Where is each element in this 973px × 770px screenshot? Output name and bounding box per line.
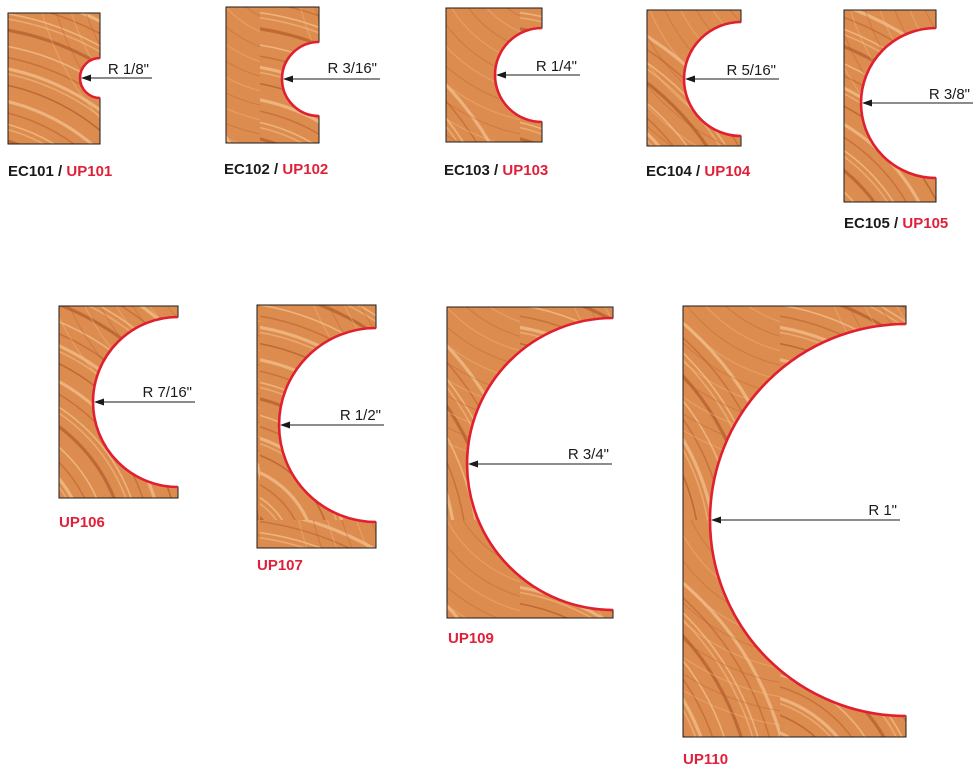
code-separator: / xyxy=(692,163,705,180)
profile-p107: R 1/2" UP107 xyxy=(256,304,384,574)
product-code-label: EC105 / UP105 xyxy=(844,215,948,232)
product-code-label: EC104 / UP104 xyxy=(646,163,751,180)
ec-code: EC103 xyxy=(444,162,490,179)
radius-label: R 3/4" xyxy=(568,446,609,463)
ec-code: EC101 xyxy=(8,163,54,180)
cove-profile-edge xyxy=(277,326,377,524)
product-code-label: UP110 xyxy=(683,751,728,768)
radius-label: R 1/2" xyxy=(340,407,381,424)
product-code-label: EC102 / UP102 xyxy=(224,161,328,178)
arrowhead-icon xyxy=(496,71,506,79)
ec-code: EC104 xyxy=(646,163,693,180)
up-code: UP103 xyxy=(502,162,548,179)
arrowhead-icon xyxy=(280,421,290,429)
product-code-label: EC101 / UP101 xyxy=(8,163,112,180)
arrowhead-icon xyxy=(81,74,91,82)
wood-block xyxy=(256,304,377,549)
profile-p109: R 3/4" UP109 xyxy=(446,306,614,647)
radius-label: R 1/4" xyxy=(536,58,577,75)
cove-profile-edge xyxy=(465,316,614,612)
profile-p103: R 1/4" EC103 / UP103 xyxy=(444,7,580,179)
profile-p105: R 3/8" EC105 / UP105 xyxy=(843,9,973,232)
cove-profile-edge xyxy=(682,20,742,138)
cove-profile-edge xyxy=(91,315,179,489)
cove-profile-edge xyxy=(280,40,320,118)
up-code: UP101 xyxy=(66,163,112,180)
product-code-label: EC103 / UP103 xyxy=(444,162,548,179)
radius-label: R 5/16" xyxy=(726,62,776,79)
radius-label: R 1" xyxy=(868,502,897,519)
code-separator: / xyxy=(490,162,503,179)
product-code-label: UP106 xyxy=(59,514,105,531)
code-separator: / xyxy=(54,163,67,180)
profile-p106: R 7/16" UP106 xyxy=(58,305,195,531)
up-code: UP107 xyxy=(257,557,303,574)
arrowhead-icon xyxy=(468,460,478,468)
cove-profile-edge xyxy=(78,56,101,100)
up-code: UP109 xyxy=(448,630,494,647)
arrowhead-icon xyxy=(94,398,104,406)
arrowhead-icon xyxy=(862,99,872,107)
product-code-label: UP109 xyxy=(448,630,494,647)
radius-label: R 7/16" xyxy=(142,384,192,401)
up-code: UP104 xyxy=(704,163,751,180)
wood-block xyxy=(225,6,320,144)
up-code: UP105 xyxy=(902,215,948,232)
profile-p102: R 3/16" EC102 / UP102 xyxy=(224,6,380,178)
profile-p101: R 1/8" EC101 / UP101 xyxy=(7,12,152,180)
wood-block xyxy=(843,9,937,203)
up-code: UP102 xyxy=(282,161,328,178)
profile-p104: R 5/16" EC104 / UP104 xyxy=(646,9,779,180)
ec-code: EC105 xyxy=(844,215,890,232)
arrowhead-icon xyxy=(685,75,695,83)
ec-code: EC102 xyxy=(224,161,270,178)
radius-label: R 3/16" xyxy=(327,60,377,77)
radius-label: R 1/8" xyxy=(108,61,149,78)
up-code: UP106 xyxy=(59,514,105,531)
up-code: UP110 xyxy=(683,751,728,768)
arrowhead-icon xyxy=(283,75,293,83)
code-separator: / xyxy=(890,215,903,232)
profile-p110: R 1" UP110 xyxy=(682,305,907,768)
cove-profile-edge xyxy=(493,26,543,124)
code-separator: / xyxy=(270,161,283,178)
arrowhead-icon xyxy=(711,516,721,524)
cove-profile-edge xyxy=(859,26,937,180)
cove-profile-edge xyxy=(708,322,907,718)
product-code-label: UP107 xyxy=(257,557,303,574)
radius-label: R 3/8" xyxy=(929,86,970,103)
